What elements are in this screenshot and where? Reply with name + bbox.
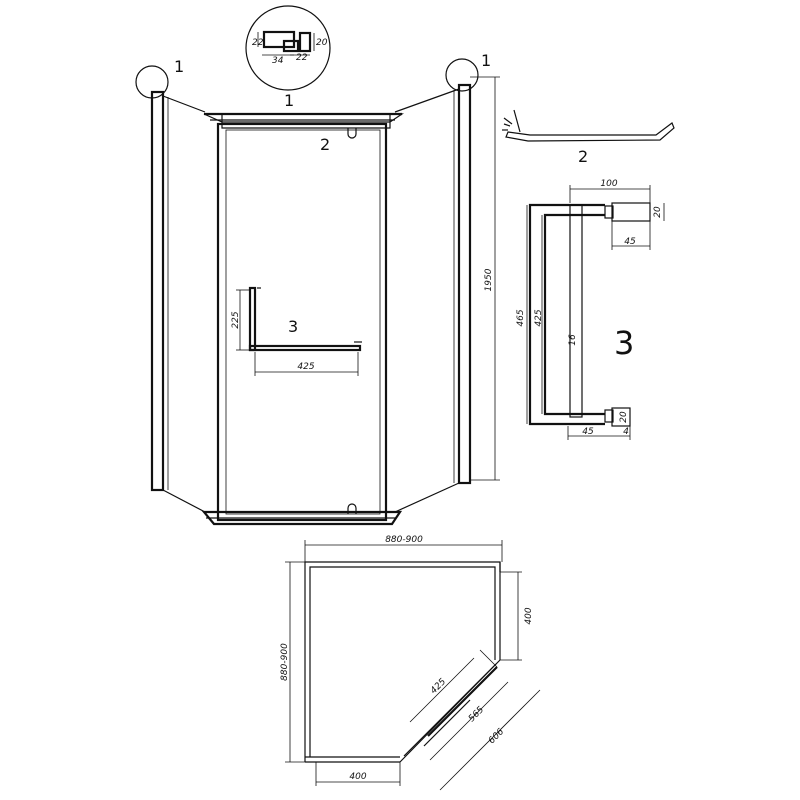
dim-plan-depth: 880-900 (280, 643, 290, 681)
dim-handle-overall: 465 (516, 309, 526, 326)
dim-handle-length: 425 (297, 362, 314, 372)
top-profile (203, 112, 404, 129)
dim-plan-width: 880-900 (385, 535, 423, 545)
left-fixed-panel (150, 90, 206, 513)
bottom-profile (201, 510, 403, 526)
callout-corner-right: 1 (481, 51, 491, 70)
door-hinge-top (347, 128, 357, 139)
callout-handle-front: 3 (288, 317, 298, 336)
profile-detail: 22 20 34 22 (245, 5, 331, 91)
dim-plan-door-opening: 565 (467, 705, 486, 724)
callout-top-profile: 2 (320, 135, 330, 154)
dim-handle-height: 225 (231, 311, 241, 328)
dim-plan-door-outer: 606 (487, 727, 506, 746)
dim-plan-door-inner: 425 (429, 677, 448, 696)
top-profile-detail (502, 109, 675, 142)
dim-profile-h2: 20 (316, 38, 328, 48)
dim-handle-fix-height-bottom: 20 (619, 411, 629, 423)
dim-handle-fix-depth-top: 45 (624, 237, 636, 247)
front-view: 225 425 3 1950 1 1 2 (135, 51, 500, 526)
corner-detail-circle-right (445, 58, 479, 92)
dim-plan-side-bottom: 400 (349, 772, 366, 782)
handle-front (236, 286, 362, 376)
dim-height: 1950 (484, 268, 494, 291)
callout-handle-detail: 3 (614, 324, 634, 362)
plan-view (285, 540, 541, 791)
callout-top-profile-detail: 2 (578, 147, 588, 166)
dim-handle-plate: 4 (623, 427, 629, 437)
door-hinge-bottom (347, 503, 357, 514)
dim-profile-w1: 34 (272, 56, 284, 66)
door-panel (216, 122, 388, 522)
dim-profile-w2: 22 (296, 53, 308, 63)
callout-profile-detail: 1 (284, 91, 294, 110)
callout-corner-left: 1 (174, 57, 184, 76)
dim-handle-bar-dia: 16 (568, 334, 578, 346)
height-dimension (470, 76, 500, 481)
dim-handle-fix-depth-bottom: 45 (582, 427, 594, 437)
dim-handle-top-width: 100 (600, 179, 617, 189)
right-fixed-panel (394, 83, 472, 513)
dim-plan-side-right: 400 (524, 607, 534, 624)
dim-profile-h1: 22 (252, 38, 264, 48)
dim-handle-inner: 425 (534, 309, 544, 326)
dim-handle-fix-height-top: 20 (653, 206, 663, 218)
handle-detail (526, 185, 665, 440)
